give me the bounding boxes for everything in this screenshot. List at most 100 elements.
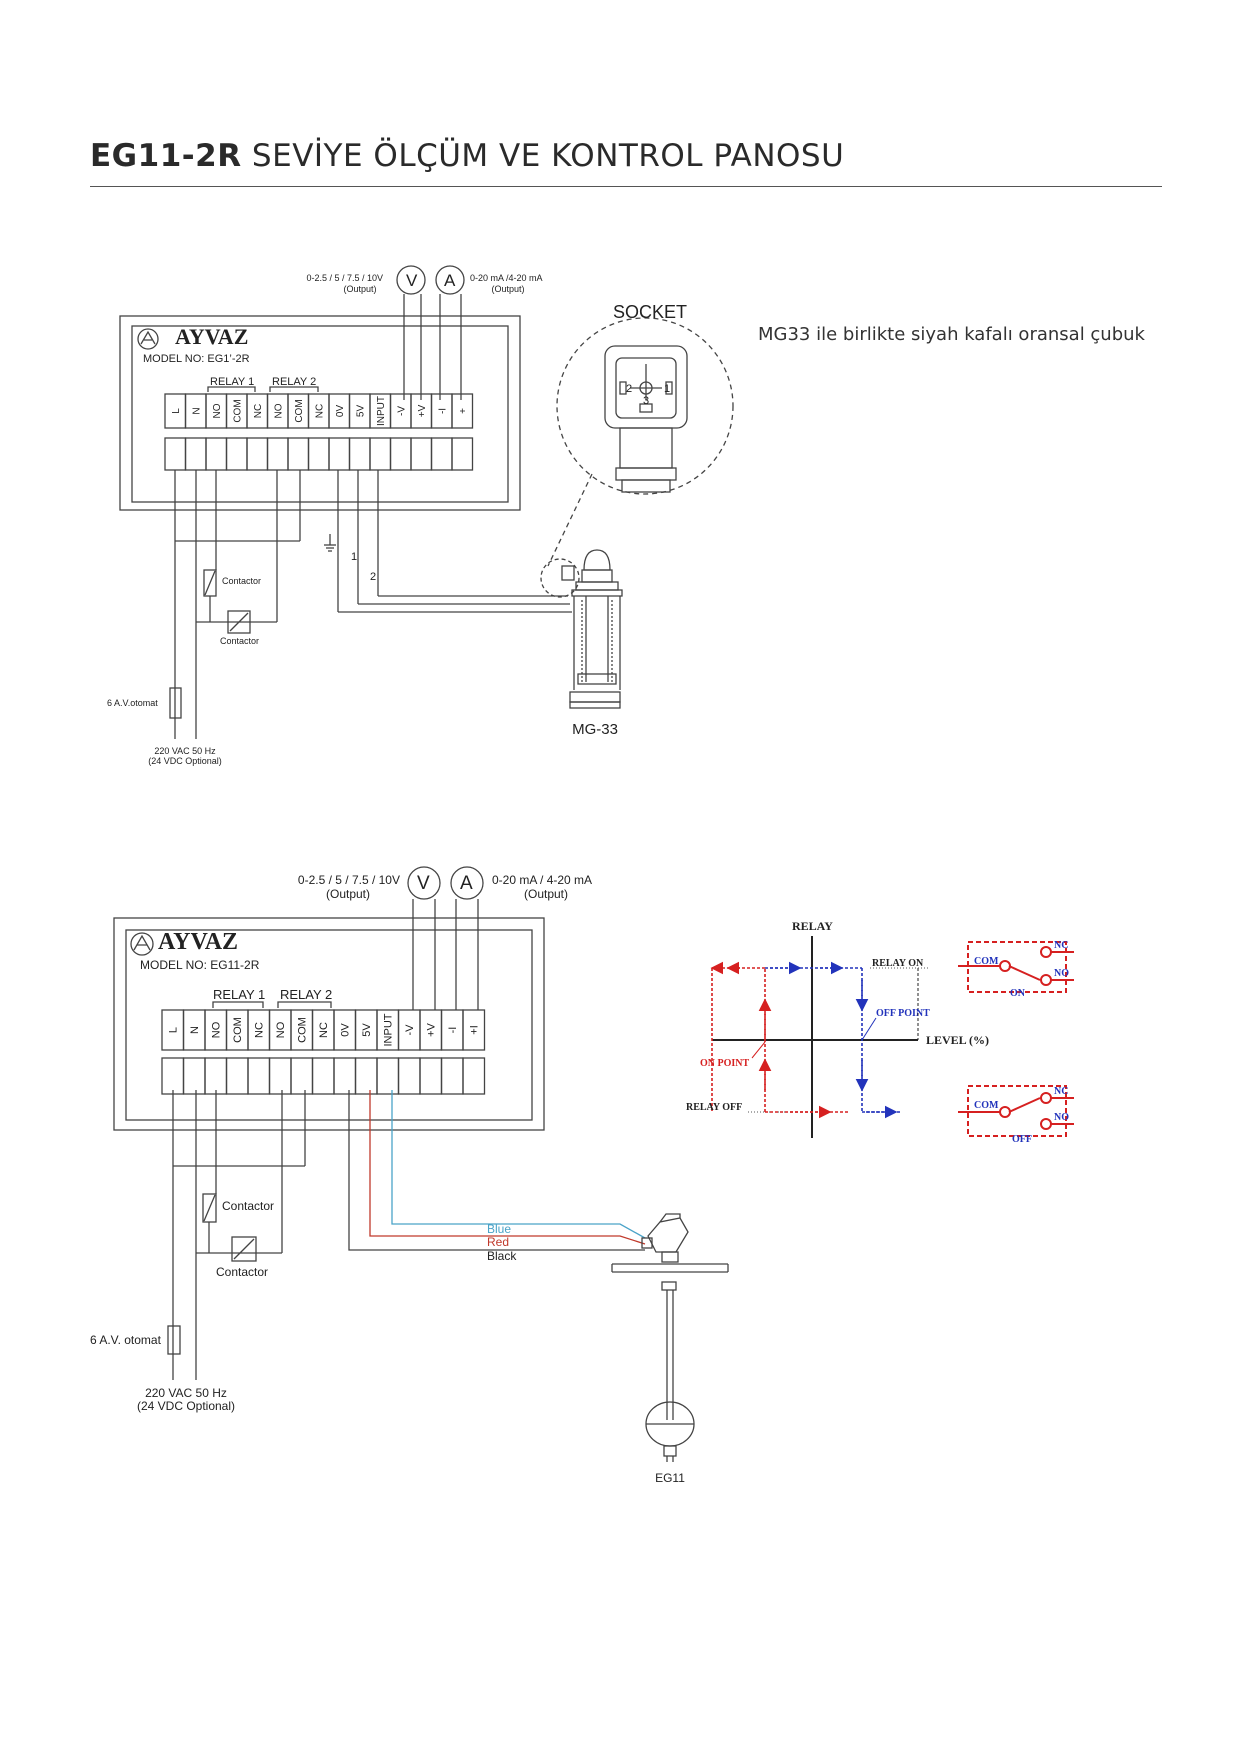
d2-wire-blue (391, 1090, 646, 1239)
d1-mg33-sensor (540, 549, 623, 709)
terminal-label: NC (314, 404, 325, 418)
switch-off-state: OFF (1012, 1134, 1032, 1145)
terminal-label: -V (404, 1024, 416, 1036)
d1-panel-inner (131, 325, 509, 503)
d1-contactor-2-coil (227, 610, 251, 634)
d1-screw-terminals (164, 437, 474, 471)
d2-breaker-label: 6 A.V. otomat (90, 1333, 162, 1347)
terminal-label: +V (426, 1022, 438, 1036)
screw-terminal (205, 437, 228, 471)
screw-terminal (247, 1057, 271, 1095)
terminal-label-cell (462, 1009, 486, 1051)
d1-ammeter-label: A (444, 271, 456, 290)
page-title-text: SEVİYE ÖLÇÜM VE KONTROL PANOSU (241, 138, 845, 174)
d2-eg11-sensor (611, 1213, 729, 1462)
d1-current-output-sub: (Output) (491, 284, 524, 294)
switch-off-box (958, 1085, 1074, 1137)
d2-wire-red (369, 1090, 646, 1245)
d2-wire-black-label: Black (487, 1249, 517, 1263)
screw-terminal (462, 1057, 486, 1095)
screw-terminal (419, 1057, 443, 1095)
terminal-label: NO (212, 403, 223, 418)
d2-wire-red-label: Red (487, 1235, 509, 1249)
switch-on-com: COM (974, 956, 999, 967)
d2-voltmeter-label: V (417, 873, 430, 894)
terminal-label: NO (211, 1021, 223, 1038)
switch-on-box (958, 941, 1074, 993)
screw-terminal (164, 437, 187, 471)
d1-contactor-2-label: Contactor (220, 636, 259, 646)
switch-off-com: COM (974, 1100, 999, 1111)
d1-contactor-1-label: Contactor (222, 576, 261, 586)
d1-wire-1: 1 (351, 551, 357, 563)
screw-terminal (182, 1057, 206, 1095)
screw-terminal (328, 437, 351, 471)
terminal-label: NO (275, 1021, 287, 1038)
d1-brand: AYVAZ (175, 324, 248, 349)
d2-wire-blue-label: Blue (487, 1222, 511, 1236)
relay-chart-y-label: RELAY (792, 919, 833, 933)
terminal-label: + (458, 408, 469, 414)
terminal-label: INPUT (376, 396, 387, 426)
d1-breaker-label: 6 A.V.otomat (107, 698, 158, 708)
screw-terminal (440, 1057, 464, 1095)
d1-socket-pin-3: 3 (643, 395, 649, 407)
terminal-label: N (189, 1026, 201, 1034)
terminal-label: NC (318, 1022, 330, 1038)
mg33-note: MG33 ile birlikte siyah kafalı oransal ç… (758, 324, 1145, 345)
d1-socket-pin-1: 1 (664, 383, 670, 395)
d1-voltmeter (396, 265, 426, 295)
d1-voltmeter-label: V (406, 271, 418, 290)
terminal-label: 0V (340, 1023, 352, 1037)
relay-chart-labels: RELAY LEVEL (%) RELAY ON RELAY OFF ON PO… (686, 919, 1069, 1145)
d2-ammeter-label: A (460, 873, 473, 894)
d2-breaker (167, 1325, 181, 1355)
d1-sensor-label: MG-33 (572, 721, 618, 738)
relay-chart (710, 936, 1074, 1138)
d1-relay2-label: RELAY 2 (272, 376, 316, 388)
d1-ammeter (435, 265, 465, 295)
d1-socket-pin-2: 2 (626, 383, 632, 395)
d2-voltage-output-sub: (Output) (326, 887, 370, 901)
screw-terminal (389, 437, 412, 471)
screw-terminal (333, 1057, 357, 1095)
d2-sensor-label: EG11 (655, 1471, 685, 1485)
terminal-label: N (191, 407, 202, 414)
page-title-model: EG11-2R (90, 138, 242, 174)
switch-off-nc: NC (1054, 1086, 1068, 1097)
terminal-label: COM (232, 399, 243, 422)
d2-screw-terminals (161, 1057, 486, 1095)
d2-wire-black (348, 1090, 645, 1251)
terminal-label: COM (232, 1017, 244, 1043)
screw-terminal (290, 1057, 314, 1095)
terminal-label: COM (297, 1017, 309, 1043)
screw-terminal (311, 1057, 335, 1095)
screw-terminal (354, 1057, 378, 1095)
terminal-label: 5V (361, 1023, 373, 1037)
switch-on-nc: NC (1054, 940, 1068, 951)
relay-on-label: RELAY ON (872, 958, 924, 969)
d1-wire-2: 2 (370, 571, 376, 583)
screw-terminal (287, 437, 310, 471)
terminal-label: L (168, 1027, 180, 1033)
d1-current-output: 0-20 mA /4-20 mA (470, 273, 543, 283)
screw-terminal (246, 437, 269, 471)
terminal-label: 0V (335, 405, 346, 418)
relay-chart-x-label: LEVEL (%) (926, 1033, 989, 1047)
terminal-label: -I (437, 408, 448, 414)
screw-terminal (348, 437, 371, 471)
d1-panel-outer (119, 315, 521, 511)
screw-terminal (376, 1057, 400, 1095)
terminal-label: NC (254, 1022, 266, 1038)
d1-supply-sub: (24 VDC Optional) (148, 756, 222, 766)
d1-model: MODEL NO: EG1’-2R (143, 353, 250, 365)
d2-current-output: 0-20 mA / 4-20 mA (492, 873, 592, 887)
d2-relay2-label: RELAY 2 (280, 987, 332, 1002)
d2-supply: 220 VAC 50 Hz (145, 1386, 227, 1400)
d2-logo (130, 932, 154, 956)
terminal-label: NO (273, 403, 284, 418)
d2-panel-outer (113, 917, 545, 1131)
